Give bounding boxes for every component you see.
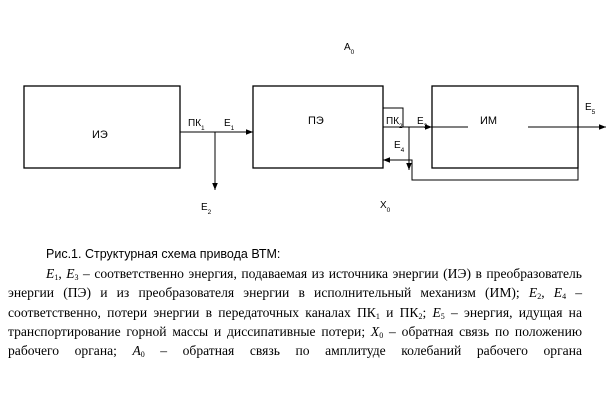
x0-label: X0 [380, 200, 391, 214]
ie-label: ИЭ [92, 129, 108, 141]
caption-title: Рис.1. Структурная схема привода ВТМ: [46, 247, 281, 261]
a0-feedback-line [383, 107, 404, 127]
pe-label: ПЭ [308, 115, 324, 127]
caption-paragraph-1: E1, E3 – соответственно энергия, подавае… [8, 266, 583, 360]
e1-label: E1 [224, 118, 235, 132]
e5-label: E5 [585, 102, 596, 116]
pk1-label: ПК1 [188, 118, 205, 132]
e3-label: E3 [417, 116, 428, 130]
im-label: ИМ [480, 115, 497, 127]
a0-label: А0 [344, 42, 355, 56]
e4-label: E4 [394, 140, 405, 154]
figure-caption: Рис.1. Структурная схема привода ВТМ: E1… [8, 245, 582, 360]
pe-block [252, 85, 384, 169]
block-diagram: А0 ИЭ ПЭ ИМ ПК1 E1 E2 ПК2 E3 E4 E5 X0 [23, 42, 606, 216]
pk2-label: ПК2 [386, 116, 403, 130]
x0-feedback-line [383, 145, 579, 181]
ie-block [23, 85, 181, 169]
e2-label: E2 [201, 202, 212, 216]
